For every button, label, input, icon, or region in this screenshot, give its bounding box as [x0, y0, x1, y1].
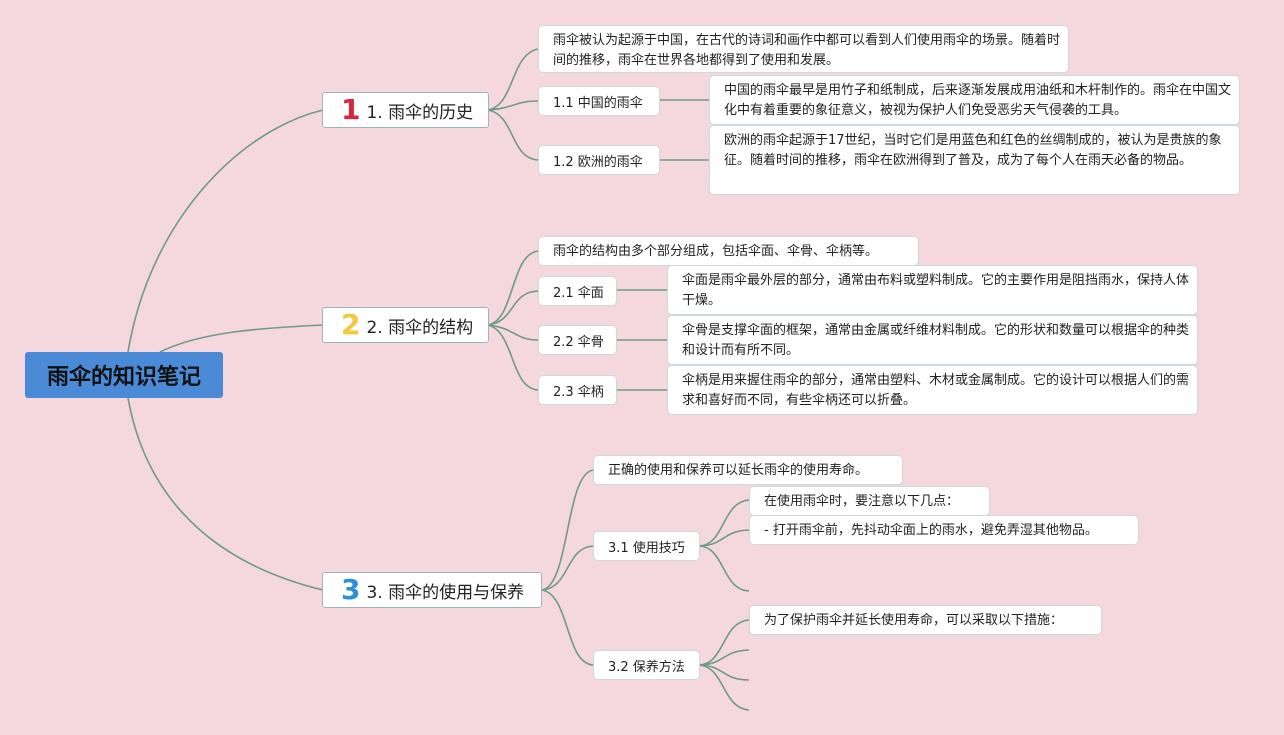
link-b3-s2 — [541, 589, 594, 666]
link-b2-s3 — [487, 324, 539, 391]
link-b3-s1 — [541, 545, 594, 591]
link-b1-s2 — [487, 109, 539, 161]
use-care-intro-note[interactable]: 正确的使用和保养可以延长雨伞的使用寿命。 — [593, 455, 903, 485]
care-method-note[interactable]: 为了保护雨伞并延长使用寿命，可以采取以下措施： — [749, 605, 1102, 635]
link-s31-i2 — [699, 529, 750, 547]
sub-topic-china-umbrella[interactable]: 1.1 中国的雨伞 — [538, 86, 660, 116]
link-root-b3 — [127, 397, 324, 591]
branch-title: 2. 雨伞的结构 — [366, 317, 474, 338]
number-one-icon: 1 — [341, 93, 361, 126]
sub-topic-care-methods[interactable]: 3.2 保养方法 — [593, 650, 700, 680]
sub-topic-europe-umbrella[interactable]: 1.2 欧洲的雨伞 — [538, 145, 660, 175]
handle-note[interactable]: 伞柄是用来握住雨伞的部分，通常由塑料、木材或金属制成。它的设计可以根据人们的需求… — [667, 365, 1198, 415]
link-s31-i1 — [699, 499, 750, 547]
link-s32-i3 — [699, 664, 750, 681]
branch-use-and-care[interactable]: 3 3. 雨伞的使用与保养 — [322, 572, 542, 608]
link-b2-s1 — [487, 290, 539, 326]
history-intro-note[interactable]: 雨伞被认为起源于中国，在古代的诗词和画作中都可以看到人们使用雨伞的场景。随着时间… — [538, 25, 1069, 73]
sub-topic-usage-tips[interactable]: 3.1 使用技巧 — [593, 531, 700, 561]
branch-history[interactable]: 1 1. 雨伞的历史 — [322, 92, 489, 128]
ribs-note[interactable]: 伞骨是支撑伞面的框架，通常由金属或纤维材料制成。它的形状和数量可以根据伞的种类和… — [667, 315, 1198, 365]
branch-structure[interactable]: 2 2. 雨伞的结构 — [322, 307, 489, 343]
link-s31-i3 — [699, 545, 750, 592]
link-s32-i2 — [699, 649, 750, 666]
link-b2-intro — [487, 250, 539, 326]
europe-umbrella-note[interactable]: 欧洲的雨伞起源于17世纪，当时它们是用蓝色和红色的丝绸制成的，被认为是贵族的象征… — [709, 125, 1240, 195]
branch-title: 1. 雨伞的历史 — [366, 102, 474, 123]
link-s32-i4 — [699, 664, 750, 711]
link-b3-intro — [541, 469, 594, 591]
link-root-b2 — [159, 324, 324, 353]
link-s32-i1 — [699, 619, 750, 666]
link-root-b1 — [127, 109, 324, 353]
structure-intro-note[interactable]: 雨伞的结构由多个部分组成，包括伞面、伞骨、伞柄等。 — [538, 236, 919, 266]
number-three-icon: 3 — [341, 573, 361, 606]
usage-tip-note[interactable]: - 打开雨伞前，先抖动伞面上的雨水，避免弄湿其他物品。 — [749, 515, 1139, 545]
sub-topic-ribs[interactable]: 2.2 伞骨 — [538, 325, 617, 355]
number-two-icon: 2 — [341, 308, 361, 341]
canopy-note[interactable]: 伞面是雨伞最外层的部分，通常由布料或塑料制成。它的主要作用是阻挡雨水，保持人体干… — [667, 265, 1198, 315]
link-b2-s2 — [487, 324, 539, 341]
usage-tip-note[interactable]: 在使用雨伞时，要注意以下几点： — [749, 486, 990, 516]
china-umbrella-note[interactable]: 中国的雨伞最早是用竹子和纸制成，后来逐渐发展成用油纸和木杆制作的。雨伞在中国文化… — [709, 75, 1240, 125]
sub-topic-handle[interactable]: 2.3 伞柄 — [538, 375, 617, 405]
link-b1-s1 — [487, 100, 539, 111]
sub-topic-canopy[interactable]: 2.1 伞面 — [538, 276, 617, 306]
link-b1-intro — [487, 48, 539, 111]
branch-title: 3. 雨伞的使用与保养 — [366, 582, 525, 603]
root-topic[interactable]: 雨伞的知识笔记 — [25, 352, 223, 398]
